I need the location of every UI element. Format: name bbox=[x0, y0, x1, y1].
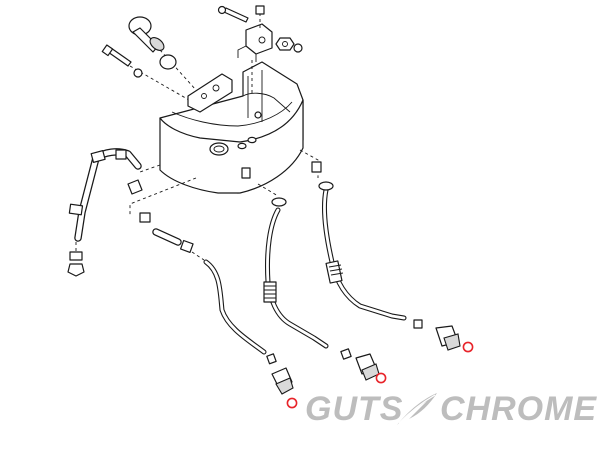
nut-top-right bbox=[275, 37, 303, 53]
feed-hose-lower bbox=[139, 212, 267, 355]
watermark-logo: GUTS CHROME bbox=[305, 389, 596, 429]
tank-bracket-top bbox=[237, 5, 273, 96]
fitting-right bbox=[413, 319, 474, 353]
vent-hose-left bbox=[68, 148, 197, 242]
return-line-right bbox=[299, 149, 407, 321]
watermark-word-right: CHROME bbox=[440, 390, 598, 428]
bolt-top-left bbox=[217, 5, 249, 23]
cap-gasket bbox=[159, 54, 177, 70]
watermark-word-left: GUTS bbox=[305, 390, 404, 428]
mounting-bolt-left bbox=[101, 44, 197, 105]
feed-line-center bbox=[241, 167, 329, 349]
o-ring-left bbox=[286, 397, 298, 409]
fitting-center bbox=[340, 348, 387, 384]
dipstick-cap bbox=[128, 16, 206, 101]
o-ring-right bbox=[462, 341, 474, 353]
fitting-left bbox=[266, 353, 298, 409]
mounting-bracket bbox=[187, 73, 233, 113]
o-ring-center bbox=[375, 372, 387, 384]
oil-tank bbox=[159, 61, 304, 194]
elbow-fitting-left bbox=[127, 179, 143, 195]
drain-plug-left bbox=[67, 242, 85, 277]
feather-icon bbox=[397, 393, 437, 425]
